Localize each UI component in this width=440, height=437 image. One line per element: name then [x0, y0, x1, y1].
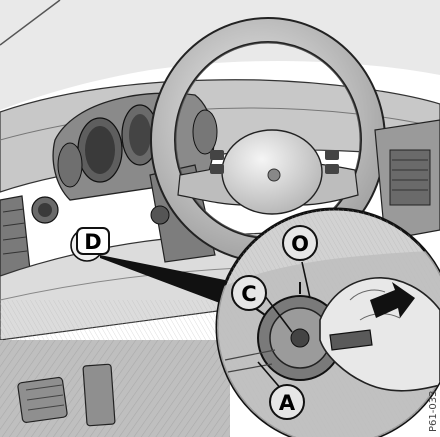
callout-D-label: D — [84, 230, 101, 254]
clutch-pedal — [17, 377, 67, 423]
callout-A-label: A — [279, 391, 296, 415]
callout-O-badge: O — [283, 226, 317, 260]
light-switch — [32, 197, 58, 223]
left-spoke-button-2 — [210, 164, 224, 174]
callout-A-badge: A — [270, 385, 304, 419]
left-gauge — [58, 143, 82, 187]
right-spoke-button-2 — [325, 164, 339, 174]
figure-reference: P61-033 — [428, 391, 439, 432]
crest-emblem — [268, 169, 280, 181]
callout-C-label: C — [241, 282, 256, 306]
callout-O-label: O — [291, 232, 309, 256]
right-spoke-button-1 — [325, 150, 339, 160]
key-slot — [291, 329, 309, 347]
callout-C-badge: C — [232, 276, 266, 310]
column-stalk-knob — [151, 206, 169, 224]
left-spoke-button-1 — [210, 150, 224, 160]
center-air-vent — [390, 150, 430, 205]
brake-pedal — [83, 364, 115, 426]
callout-D-badge: D — [77, 228, 109, 254]
right-gauge — [193, 110, 217, 154]
